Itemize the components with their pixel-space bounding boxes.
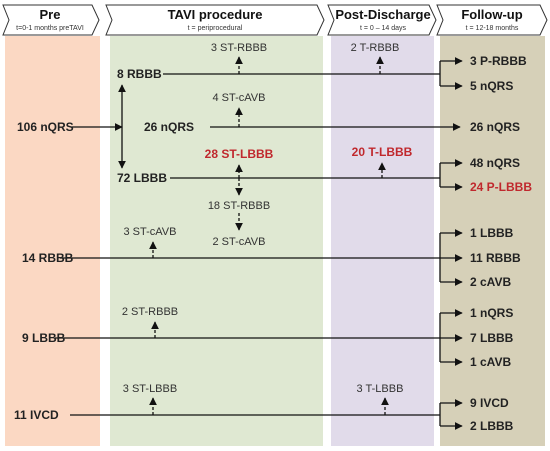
follow-lbbb-7-label: 7 LBBB (470, 331, 514, 345)
baseline-nqrs-label: 106 nQRS (17, 120, 74, 134)
pre-header-subtitle: t=0-1 months preTAVI (16, 25, 84, 32)
tavi-st-cavb-3-label: 3 ST-cAVB (124, 226, 177, 238)
baseline-rbbb-label: 14 RBBB (22, 251, 74, 265)
post-t-lbbb-20-label: 20 T-LBBB (352, 145, 413, 159)
follow-header-title: Follow-up (461, 7, 522, 22)
tavi-header: TAVI procedure t = periprocedural (105, 4, 325, 36)
follow-lbbb-2-label: 2 LBBB (470, 419, 514, 433)
follow-cavb-1-label: 1 cAVB (470, 355, 511, 369)
tavi-st-cavb-4-label: 4 ST-cAVB (213, 92, 266, 104)
connector-lines (55, 56, 463, 430)
post-t-rbbb-label: 2 T-RBBB (351, 42, 400, 54)
follow-nqrs-5-label: 5 nQRS (470, 79, 513, 93)
follow-rbbb-11-label: 11 RBBB (470, 251, 521, 265)
follow-nqrs-1-label: 1 nQRS (470, 306, 513, 320)
follow-ivcd-9-label: 9 IVCD (470, 396, 509, 410)
tavi-st-rbbb-18-label: 18 ST-RBBB (208, 200, 270, 212)
tavi-column-bg (110, 36, 323, 446)
follow-header-subtitle: t = 12-18 months (466, 25, 519, 32)
tavi-rbbb-label: 8 RBBB (117, 67, 162, 81)
tavi-st-rbbb-2-label: 2 ST-RBBB (122, 306, 178, 318)
pre-header: Pre t=0-1 months preTAVI (2, 4, 100, 36)
post-header-subtitle: t = 0 – 14 days (360, 25, 407, 32)
follow-lbbb-1-label: 1 LBBB (470, 226, 514, 240)
follow-p-rbbb-label: 3 P-RBBB (470, 54, 527, 68)
follow-cavb-2-label: 2 cAVB (470, 275, 511, 289)
post-column-bg (331, 36, 434, 446)
tavi-st-cavb-2-label: 2 ST-cAVB (213, 236, 266, 248)
pre-header-title: Pre (40, 7, 61, 22)
baseline-lbbb-label: 9 LBBB (22, 331, 66, 345)
post-t-lbbb-3-label: 3 T-LBBB (357, 383, 404, 395)
post-header-title: Post-Discharge (335, 7, 430, 22)
tavi-st-rbbb-3-label: 3 ST-RBBB (211, 42, 267, 54)
tavi-st-lbbb-3-label: 3 ST-LBBB (123, 383, 177, 395)
tavi-header-subtitle: t = periprocedural (188, 25, 243, 32)
pre-column-bg (5, 36, 100, 446)
follow-p-lbbb-24-label: 24 P-LBBB (470, 180, 532, 194)
follow-header: Follow-up t = 12-18 months (436, 4, 548, 36)
tavi-st-lbbb-28-label: 28 ST-LBBB (205, 147, 274, 161)
follow-column-bg (440, 36, 545, 446)
baseline-ivcd-label: 11 IVCD (14, 408, 59, 422)
tavi-header-title: TAVI procedure (168, 7, 263, 22)
follow-nqrs-48-label: 48 nQRS (470, 156, 520, 170)
follow-nqrs-26-label: 26 nQRS (470, 120, 520, 134)
tavi-lbbb-label: 72 LBBB (117, 171, 167, 185)
post-header: Post-Discharge t = 0 – 14 days (327, 4, 437, 36)
tavi-nqrs-label: 26 nQRS (144, 120, 194, 134)
